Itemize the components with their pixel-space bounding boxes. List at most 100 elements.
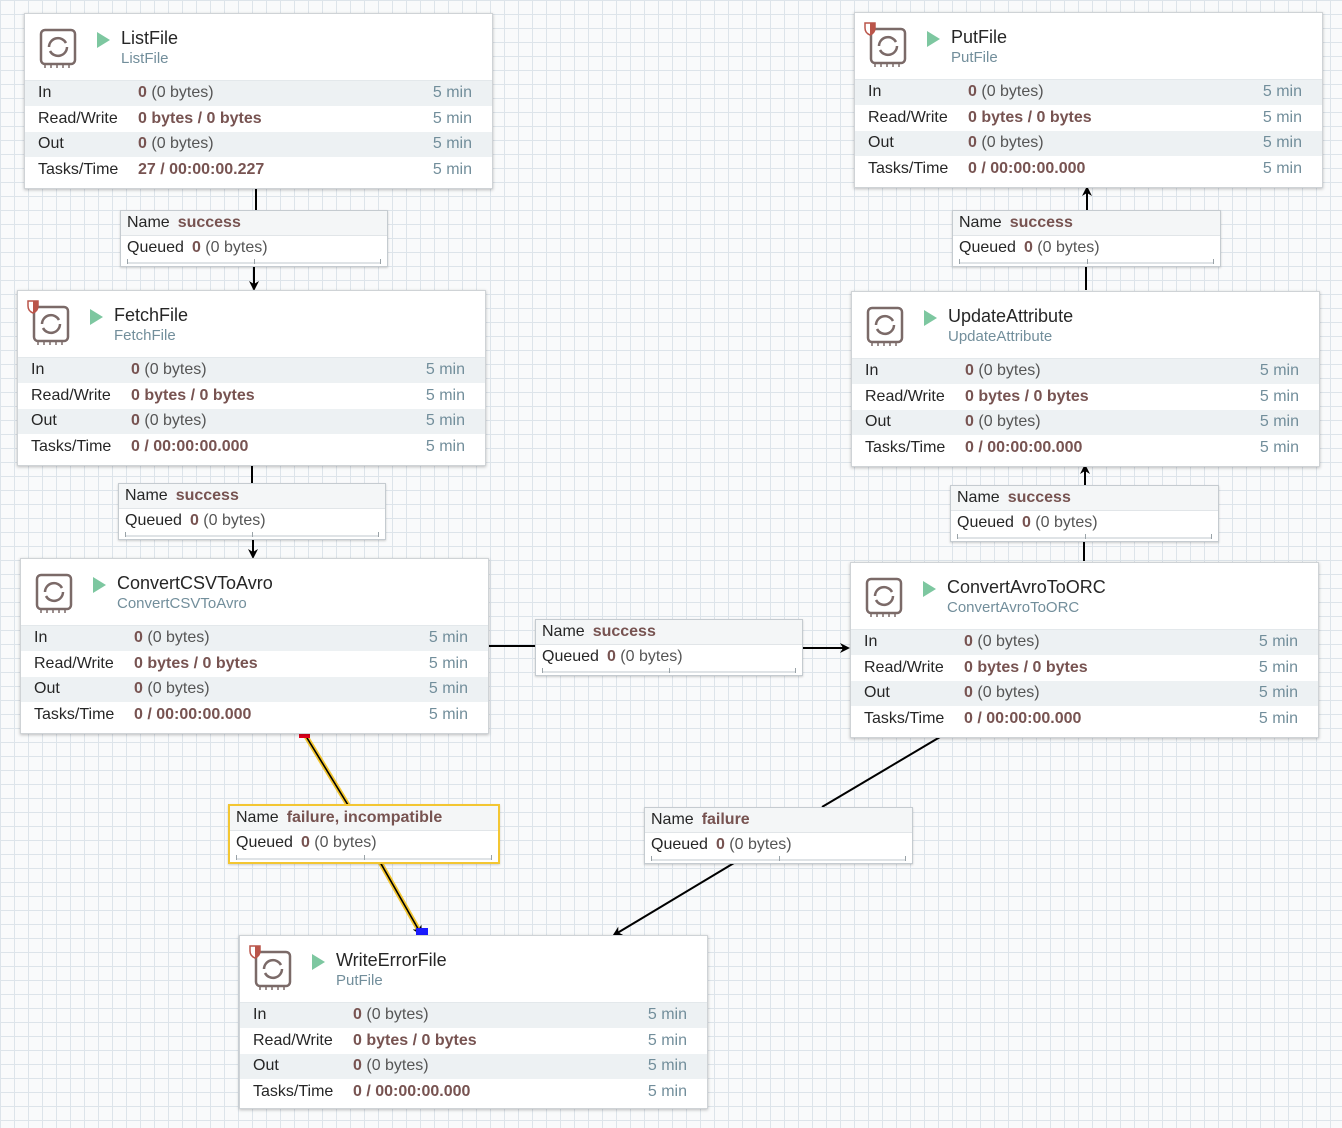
stat-count: 0 <box>968 83 977 100</box>
processor-type: PutFile <box>951 49 998 66</box>
stat-label: Out <box>864 684 890 701</box>
conn-queued-count: 0 <box>1023 239 1033 256</box>
processor-name: ListFile <box>121 28 179 48</box>
play-icon <box>90 309 103 325</box>
stat-bytes: (0 bytes) <box>151 135 214 152</box>
stat-value: 0 / 00:00:00.000 <box>131 437 249 455</box>
stat-bytes: (0 bytes) <box>977 684 1040 701</box>
stat-label: Tasks/Time <box>38 160 119 178</box>
connection-line-c4[interactable] <box>1080 464 1090 561</box>
conn-name-label: Name <box>957 489 1000 506</box>
stat-count: 0 <box>964 633 973 650</box>
connection-line-c5[interactable] <box>1082 186 1092 290</box>
stat-bytes: (0 bytes) <box>144 361 207 378</box>
processor-icon <box>866 306 904 346</box>
stat-label: Out <box>253 1057 279 1074</box>
stat-count: 0 <box>965 362 974 379</box>
conn-queued-bytes: (0 bytes) <box>620 648 683 665</box>
stat-value: 0 / 00:00:00.000 <box>353 1082 471 1100</box>
connection-line-c6[interactable] <box>299 727 428 940</box>
stat-bytes: (0 bytes) <box>366 1006 429 1023</box>
stat-value: 0 bytes / 0 bytes <box>138 109 262 127</box>
stat-window: 5 min <box>1262 159 1302 177</box>
processor-name: ConvertAvroToORC <box>947 577 1106 597</box>
conn-name-label: Name <box>125 487 168 504</box>
stat-label: In <box>34 629 48 646</box>
stat-label: Read/Write <box>868 108 948 126</box>
stat-bytes: (0 bytes) <box>147 629 210 646</box>
connection-line-c2[interactable] <box>248 465 258 559</box>
conn-queued-label: Queued <box>959 239 1016 256</box>
stat-label: In <box>865 362 879 379</box>
stat-value: 0 bytes / 0 bytes <box>353 1031 477 1049</box>
stat-label: Out <box>38 135 64 152</box>
conn-queued-label: Queued <box>651 836 708 853</box>
stat-label: Tasks/Time <box>31 437 112 455</box>
stat-bytes: (0 bytes) <box>144 412 207 429</box>
stat-label: Tasks/Time <box>865 438 946 456</box>
processor-icon <box>39 28 77 68</box>
conn-name-value: failure <box>701 811 750 828</box>
stat-count: 0 <box>131 361 140 378</box>
conn-queued-count: 0 <box>606 648 616 665</box>
stat-count: 0 <box>134 629 143 646</box>
conn-queued-count: 0 <box>189 512 199 529</box>
stat-value: 0 bytes / 0 bytes <box>131 386 255 404</box>
stat-value: 0 bytes / 0 bytes <box>134 654 258 672</box>
conn-queued-count: 0 <box>715 836 725 853</box>
stat-count: 0 <box>353 1057 362 1074</box>
stat-count: 0 <box>138 84 147 101</box>
stat-bytes: (0 bytes) <box>981 134 1044 151</box>
connection-line-c7[interactable] <box>612 736 941 937</box>
stat-window: 5 min <box>1258 633 1298 650</box>
connection-line-c1[interactable] <box>249 188 259 291</box>
stat-label: Read/Write <box>253 1031 333 1049</box>
stat-window: 5 min <box>428 629 468 646</box>
stat-count: 0 <box>353 1006 362 1023</box>
stat-label: Tasks/Time <box>868 159 949 177</box>
conn-name-value: success <box>1007 489 1071 506</box>
connection-line-c3[interactable] <box>488 643 850 653</box>
conn-queued-label: Queued <box>127 239 184 256</box>
stat-value: 0 / 00:00:00.000 <box>965 438 1083 456</box>
stat-bytes: (0 bytes) <box>981 83 1044 100</box>
shield-icon <box>27 300 39 314</box>
shield-icon <box>249 945 261 959</box>
queue-bar <box>125 532 379 537</box>
stat-value: 27 / 00:00:00.227 <box>138 160 265 178</box>
stat-window: 5 min <box>1262 83 1302 100</box>
play-icon <box>924 310 937 326</box>
conn-name-value: success <box>592 623 656 640</box>
stat-bytes: (0 bytes) <box>978 413 1041 430</box>
stat-window: 5 min <box>1262 108 1302 126</box>
stat-window: 5 min <box>428 680 468 697</box>
conn-queued-bytes: (0 bytes) <box>205 239 268 256</box>
processor-icon <box>32 305 70 345</box>
